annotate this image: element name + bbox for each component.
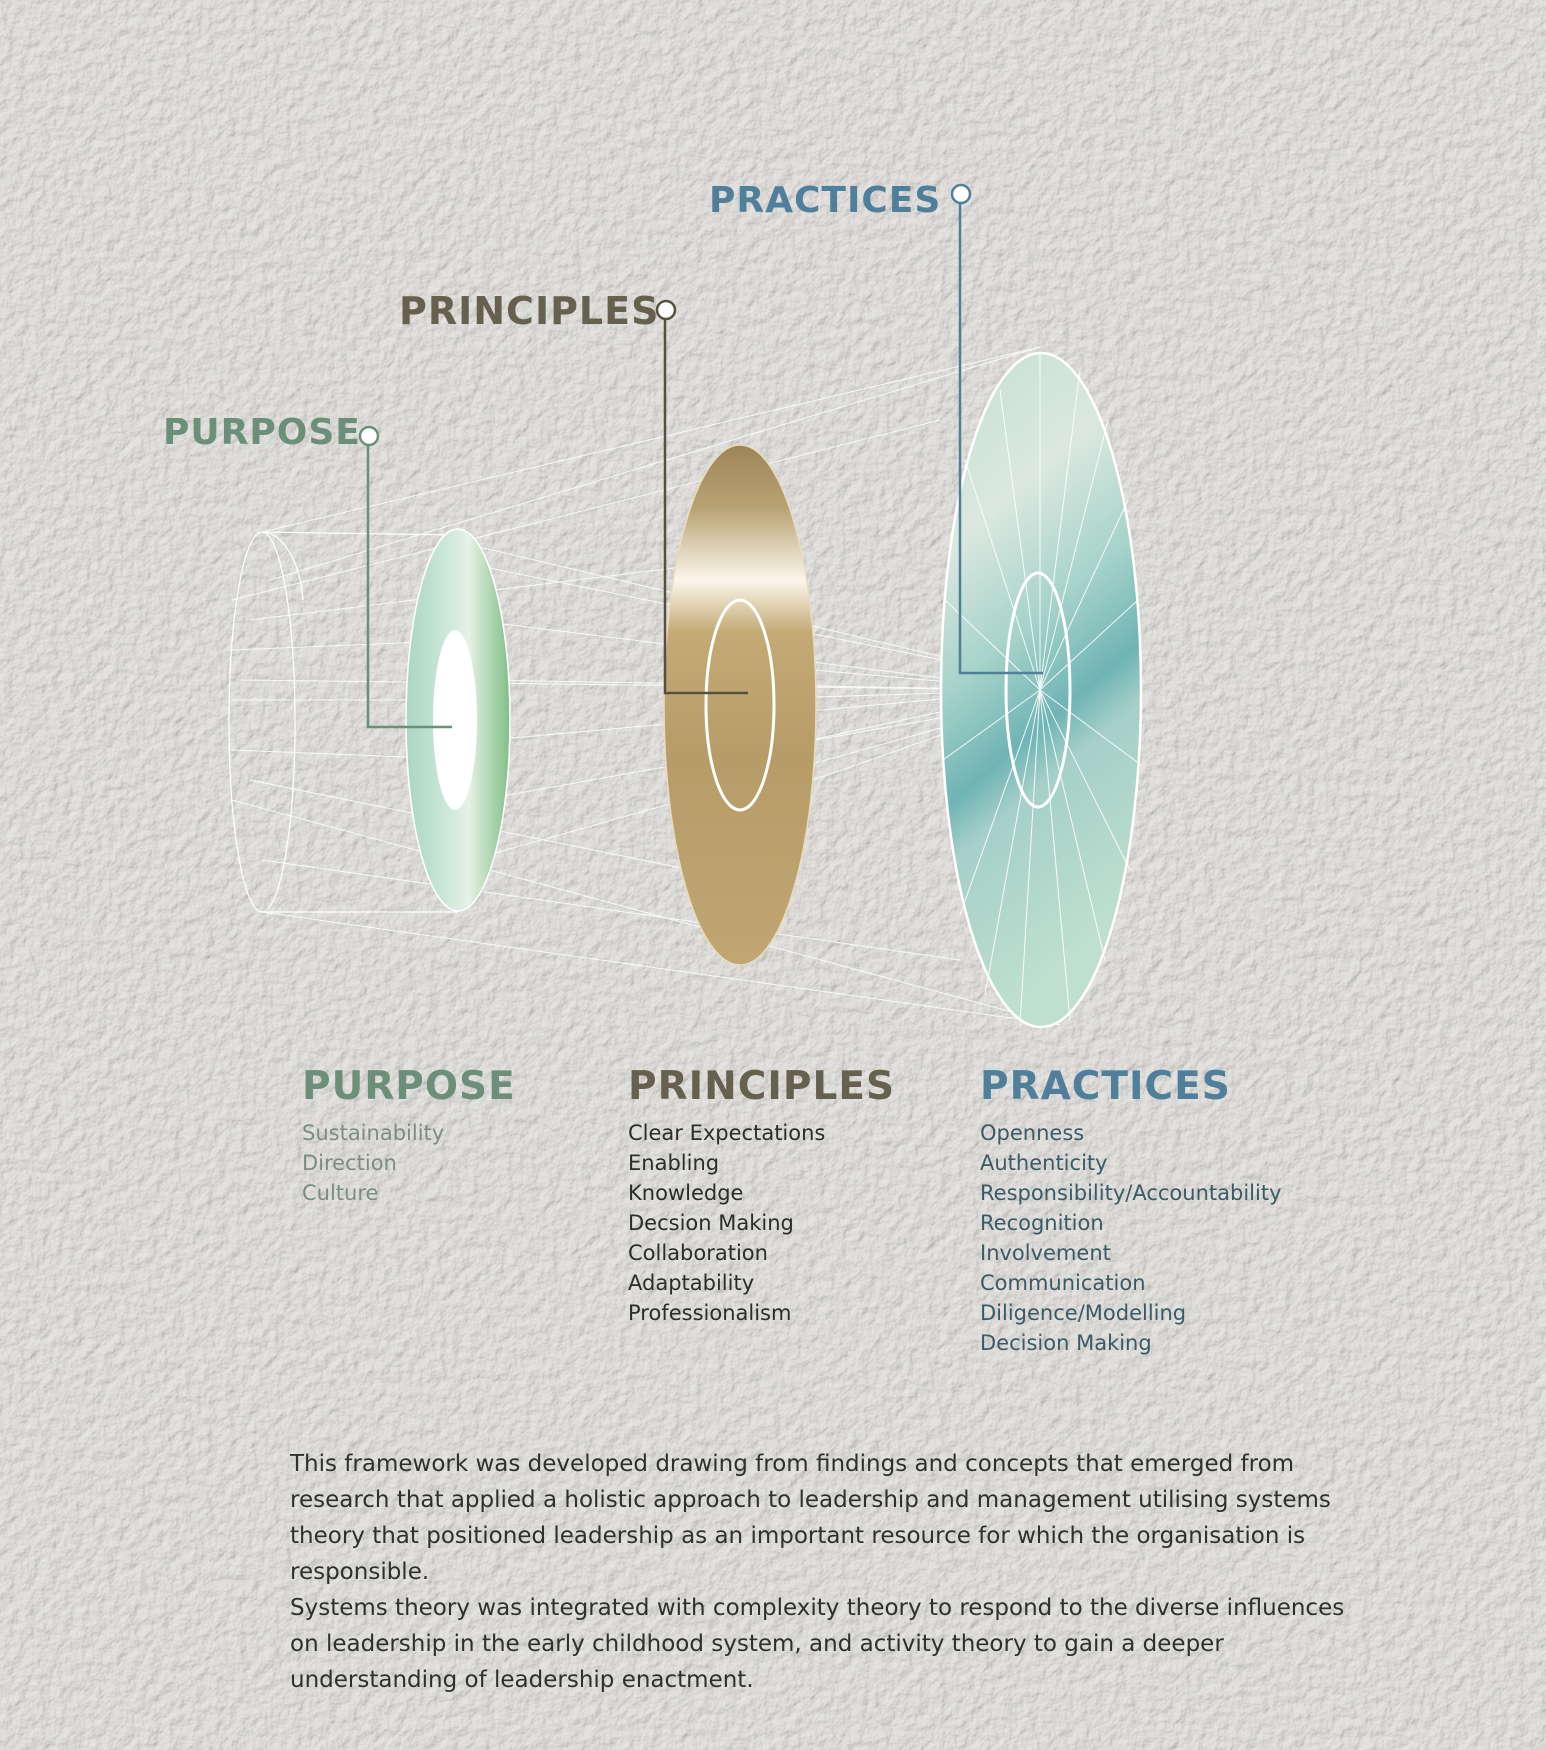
list-item: Knowledge — [628, 1181, 744, 1205]
list-item: Authenticity — [980, 1151, 1108, 1175]
callout-leaders — [366, 202, 1043, 729]
list-item: Responsibility/Accountability — [980, 1181, 1282, 1205]
practices-list: Openness Authenticity Responsibility/Acc… — [980, 1118, 1282, 1358]
principles-heading: PRINCIPLES — [628, 1064, 896, 1109]
practices-callout-label: PRACTICES — [709, 180, 942, 221]
list-item: Professionalism — [628, 1301, 792, 1325]
description-paragraph: This framework was developed drawing fro… — [290, 1451, 1331, 1585]
list-item: Clear Expectations — [628, 1121, 826, 1145]
list-item: Adaptability — [628, 1271, 755, 1295]
list-item: Communication — [980, 1271, 1146, 1295]
purpose-list: Sustainability Direction Culture — [302, 1118, 516, 1208]
practices-column: PRACTICES Openness Authenticity Responsi… — [980, 1067, 1282, 1358]
list-item: Openness — [980, 1121, 1085, 1145]
framework-lens-diagram — [228, 183, 1143, 1029]
callout-dots — [358, 183, 972, 447]
list-item: Collaboration — [628, 1241, 768, 1265]
list-item: Decision Making — [980, 1331, 1152, 1355]
list-item: Culture — [302, 1181, 379, 1205]
list-item: Involvement — [980, 1241, 1111, 1265]
principles-callout-label: PRINCIPLES — [399, 289, 660, 333]
list-item: Diligence/Modelling — [980, 1301, 1187, 1325]
description-paragraph: Systems theory was integrated with compl… — [290, 1595, 1345, 1693]
purpose-disc — [405, 528, 511, 912]
list-item: Sustainability — [302, 1121, 445, 1145]
practices-disc — [939, 351, 1143, 1029]
principles-disc — [663, 444, 817, 966]
list-item: Enabling — [628, 1151, 720, 1175]
purpose-heading: PURPOSE — [302, 1064, 516, 1109]
principles-list: Clear Expectations Enabling Knowledge De… — [628, 1118, 895, 1328]
description-text: This framework was developed drawing fro… — [290, 1446, 1350, 1698]
list-item: Direction — [302, 1151, 397, 1175]
practices-heading: PRACTICES — [980, 1064, 1231, 1109]
principles-column: PRINCIPLES Clear Expectations Enabling K… — [628, 1067, 895, 1328]
purpose-callout-label: PURPOSE — [163, 412, 361, 453]
purpose-column: PURPOSE Sustainability Direction Culture — [302, 1067, 516, 1208]
list-item: Decsion Making — [628, 1211, 794, 1235]
list-item: Recognition — [980, 1211, 1104, 1235]
